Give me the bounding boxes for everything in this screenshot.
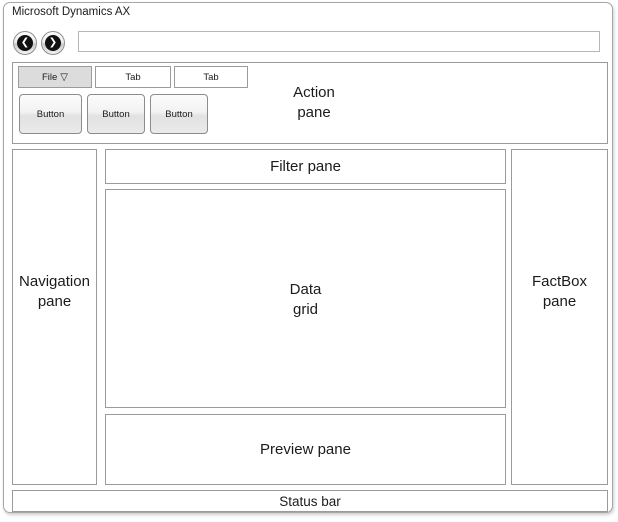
forward-icon-disc [45, 35, 61, 51]
action-pane-label: Action pane [259, 83, 369, 123]
back-icon-disc [17, 35, 33, 51]
tab-2-label: Tab [203, 72, 219, 83]
preview-pane-label: Preview pane [106, 440, 505, 460]
tab-file-label: File [41, 72, 58, 83]
data-grid-label: Data grid [106, 280, 505, 320]
status-bar: Status bar [12, 490, 608, 512]
address-input[interactable] [78, 31, 600, 52]
navigation-pane-label: Navigation pane [13, 272, 96, 312]
data-grid-label-line2: grid [292, 301, 318, 318]
tab-file[interactable]: File▽ [18, 66, 92, 88]
filter-pane-label: Filter pane [106, 157, 505, 177]
navigation-pane-label-line2: pane [37, 293, 72, 310]
tab-1-label: Tab [125, 72, 141, 83]
filter-pane[interactable]: Filter pane [105, 149, 506, 184]
action-pane-label-line2: pane [297, 104, 331, 121]
tab-2[interactable]: Tab [174, 66, 248, 88]
navigation-pane[interactable]: Navigation pane [12, 149, 97, 485]
filter-pane-label-line1: Filter pane [270, 158, 341, 175]
action-pane: File▽ Tab Tab Button Button Button Actio… [12, 62, 608, 144]
preview-pane[interactable]: Preview pane [105, 414, 506, 485]
status-bar-label: Status bar [13, 493, 607, 511]
action-pane-label-line1: Action [293, 84, 335, 101]
ribbon-button-2[interactable]: Button [87, 94, 145, 134]
tab-1[interactable]: Tab [95, 66, 171, 88]
forward-button[interactable]: ❯ [41, 31, 65, 55]
navigation-pane-label-line1: Navigation [19, 273, 90, 290]
chevron-down-icon: ▽ [60, 72, 68, 83]
ribbon-button-1[interactable]: Button [19, 94, 82, 134]
factbox-pane-label: FactBox pane [512, 272, 607, 312]
preview-pane-label-line1: Preview pane [260, 441, 351, 458]
status-bar-label-line1: Status bar [279, 494, 341, 509]
window-frame: Microsoft Dynamics AX ❮ ❯ File▽ Tab [3, 2, 613, 513]
back-button[interactable]: ❮ [13, 31, 37, 55]
factbox-pane-label-line1: FactBox [531, 273, 588, 290]
title-bar: Microsoft Dynamics AX [4, 3, 612, 25]
data-grid[interactable]: Data grid [105, 189, 506, 408]
navigation-toolbar: ❮ ❯ [4, 27, 612, 57]
forward-arrow-icon: ❯ [48, 37, 58, 48]
data-grid-label-line1: Data [289, 281, 322, 298]
factbox-pane-label-line2: pane [542, 293, 577, 310]
ribbon-button-3[interactable]: Button [150, 94, 208, 134]
window-title: Microsoft Dynamics AX [12, 6, 131, 18]
back-arrow-icon: ❮ [20, 37, 30, 48]
factbox-pane[interactable]: FactBox pane [511, 149, 608, 485]
